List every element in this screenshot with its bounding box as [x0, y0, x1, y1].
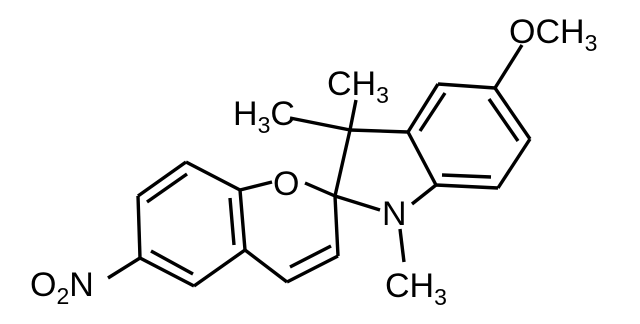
bond-c6p-c5p [139, 256, 195, 288]
bond-c2-o [304, 181, 336, 198]
bond-c3a-c4 [406, 83, 440, 133]
bond-inner-c8-c7p [146, 172, 188, 204]
bond-inner-c6p-c5p [150, 249, 194, 276]
c3-methyl-top-label: CH3 [327, 65, 389, 108]
bond-c3-c2 [333, 129, 352, 197]
bond-c2-c3p [333, 195, 340, 257]
bond-c3-ch3-top [348, 99, 358, 131]
bond-c4p-c4a [243, 248, 289, 284]
bond-c7-c7a [435, 183, 499, 190]
bond-inner-c5-c6 [487, 98, 520, 142]
pyran-oxygen-label: O [273, 165, 299, 203]
indoline-nitrogen-label: N [382, 195, 407, 233]
bond-c5-c6 [493, 87, 532, 140]
nitro-label: O2N [30, 266, 94, 309]
bond-c8a-c4a [238, 189, 247, 251]
bond-inner-c3a-c4 [418, 92, 447, 132]
bond-c6-c7 [496, 138, 532, 189]
bond-inner-c3p-c4p [289, 244, 332, 269]
bond-c5p-c4a [193, 248, 246, 288]
bond-inner-c8a-c4a [228, 197, 236, 246]
bond-o-c5 [493, 44, 524, 89]
bonds [107, 44, 532, 288]
bond-c7a-c3a [406, 131, 438, 186]
bond-c2-n [334, 194, 381, 212]
bond-c7a-n [410, 183, 438, 206]
bond-c4-c5 [437, 82, 496, 90]
bond-c3a-c3 [349, 128, 409, 134]
bond-c6p-no2 [107, 256, 141, 280]
bond-n-ch3 [398, 228, 406, 263]
bond-c3p-c4p [286, 254, 339, 284]
bond-c8a-c8 [185, 160, 241, 192]
bond-c8-c7p [137, 160, 187, 198]
bond-o-c8a [239, 180, 273, 192]
n-methyl-label: CH3 [385, 267, 447, 310]
bond-c7p-c6p [136, 195, 142, 259]
c3-methyl-left-label: H3C [233, 95, 295, 138]
bond-c3-ch3-left [289, 116, 351, 132]
atom-labels: OCH3 CH3 H3C O N CH3 O2N [30, 13, 597, 310]
bond-inner-c7-c7a [441, 173, 492, 179]
methoxy-label: OCH3 [509, 13, 597, 56]
